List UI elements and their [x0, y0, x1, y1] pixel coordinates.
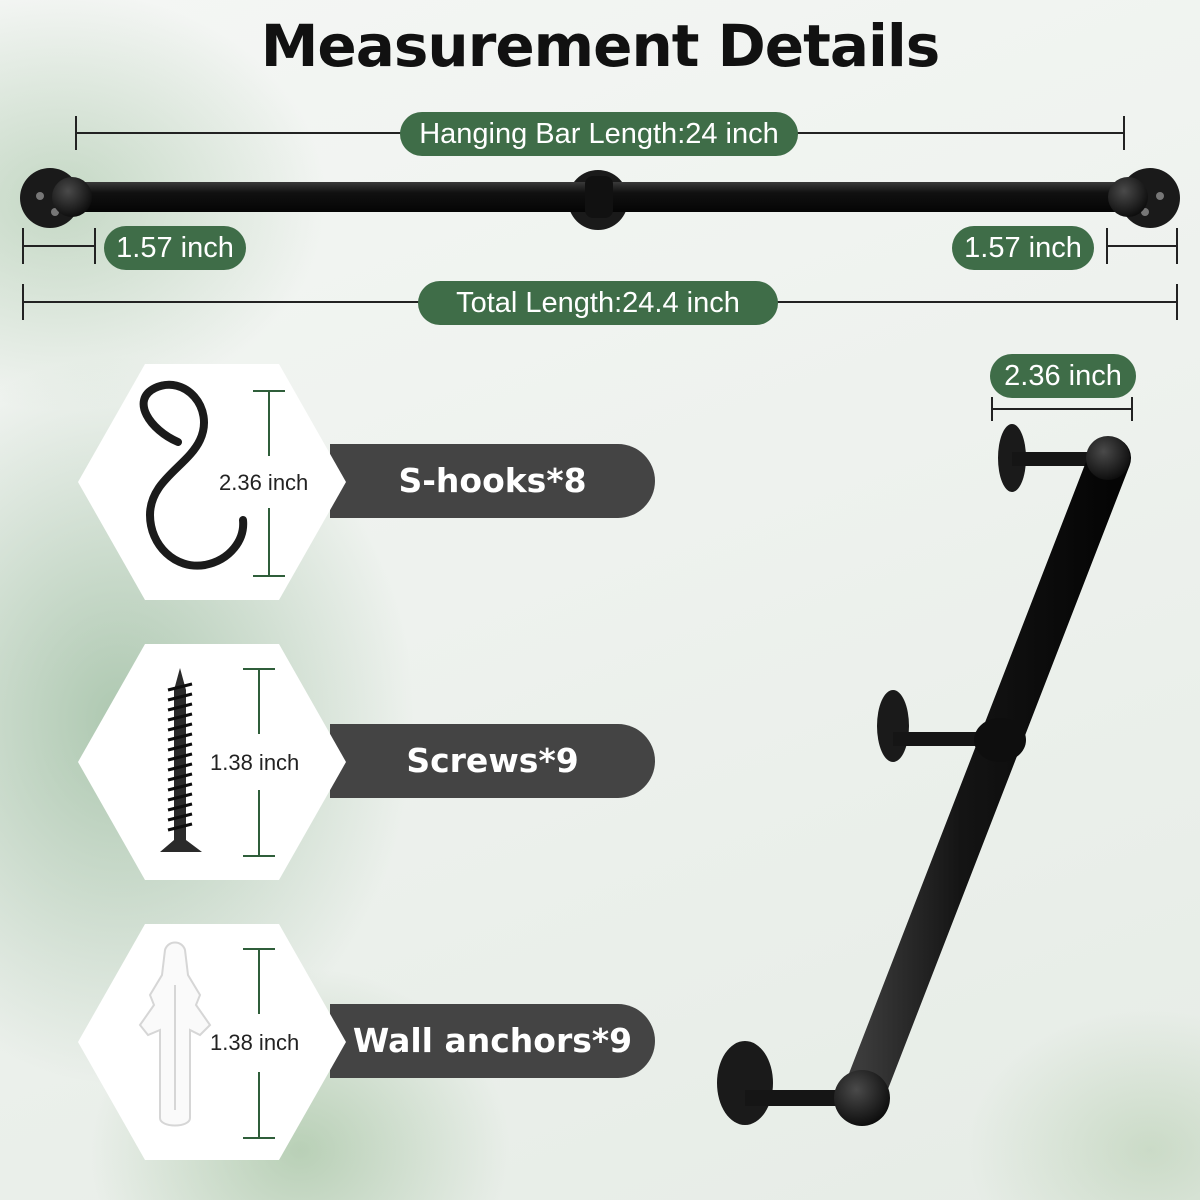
s-hook-dim-bottom-tick — [253, 575, 285, 577]
depth-dimension-line — [992, 408, 1132, 410]
hanging-length-label: Hanging Bar Length:24 inch — [400, 112, 798, 156]
total-length-tick-right — [1176, 284, 1178, 320]
s-hook-dim-line-upper — [268, 390, 270, 456]
screw-dim-bottom-tick — [243, 855, 275, 857]
anchor-size-label: 1.38 inch — [210, 1030, 300, 1055]
left-offset-label: 1.57 inch — [104, 226, 246, 270]
screw-dim-line-lower — [258, 790, 260, 856]
s-hook-dim-line-lower — [268, 508, 270, 576]
anchor-dim-line-lower — [258, 1072, 260, 1138]
total-length-label: Total Length:24.4 inch — [418, 281, 778, 325]
s-hook-size-label: 2.36 inch — [219, 470, 309, 495]
total-length-tick-left — [22, 284, 24, 320]
depth-tick-left — [991, 397, 993, 421]
hanging-length-tick-right — [1123, 116, 1125, 150]
right-offset-line — [1106, 245, 1178, 247]
accessory-label-s-hooks: S-hooks*8 — [330, 444, 655, 518]
depth-tick-right — [1131, 397, 1133, 421]
anchor-dim-line-upper — [258, 948, 260, 1014]
accessory-label-wall-anchors: Wall anchors*9 — [330, 1004, 655, 1078]
screw-dim-line-upper — [258, 668, 260, 734]
right-offset-label: 1.57 inch — [952, 226, 1094, 270]
screw-size-label: 1.38 inch — [210, 750, 300, 775]
anchor-dim-bottom-tick — [243, 1137, 275, 1139]
hanging-length-tick-left — [75, 116, 77, 150]
depth-label: 2.36 inch — [990, 354, 1136, 398]
page-title: Measurement Details — [260, 12, 941, 80]
left-offset-line — [22, 245, 96, 247]
accessory-label-screws: Screws*9 — [330, 724, 655, 798]
